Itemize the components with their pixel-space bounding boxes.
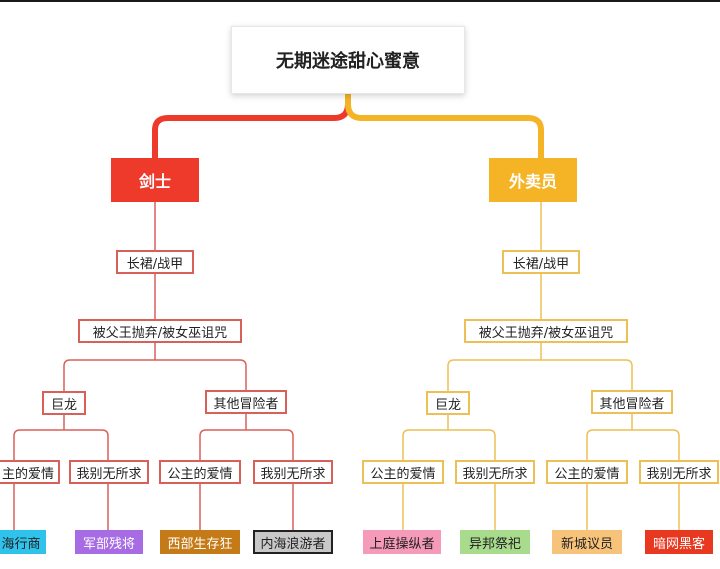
right-nothing-b-node: 我别无所求 bbox=[639, 460, 719, 484]
left-nothing-node: 我别无所求 bbox=[69, 460, 149, 484]
ending-inner-sea-wanderer: 内海浪游者 bbox=[253, 530, 333, 554]
ending-army-remnant: 军部残将 bbox=[75, 530, 143, 554]
left-love-b-node: 公主的爱情 bbox=[159, 460, 241, 484]
left-level2-node: 被父王抛弃/被女巫诅咒 bbox=[78, 319, 242, 343]
ending-upper-court-manipulator: 上庭操纵者 bbox=[363, 530, 441, 554]
left-love-node: 主的爱情 bbox=[0, 460, 60, 484]
left-nothing-b-node: 我别无所求 bbox=[253, 460, 333, 484]
branch-delivery: 外卖员 bbox=[489, 158, 577, 202]
right-nothing-node: 我别无所求 bbox=[455, 460, 535, 484]
left-dragon-node: 巨龙 bbox=[42, 391, 86, 415]
top-border bbox=[0, 0, 720, 2]
right-adventurers-node: 其他冒险者 bbox=[591, 390, 673, 414]
ending-darknet-hacker: 暗网黑客 bbox=[645, 530, 713, 554]
right-love-b-node: 公主的爱情 bbox=[546, 460, 628, 484]
root-node: 无期迷途甜心蜜意 bbox=[231, 26, 465, 94]
ending-new-city-councilor: 新城议员 bbox=[552, 530, 622, 554]
right-level1-node: 长裙/战甲 bbox=[502, 250, 580, 274]
left-level1-node: 长裙/战甲 bbox=[116, 250, 194, 274]
right-level2-node: 被父王抛弃/被女巫诅咒 bbox=[464, 319, 628, 343]
right-dragon-node: 巨龙 bbox=[426, 391, 470, 415]
right-love-node: 公主的爱情 bbox=[362, 460, 444, 484]
ending-western-survivor: 西部生存狂 bbox=[160, 530, 240, 554]
ending-foreign-priest: 异邦祭祀 bbox=[460, 530, 530, 554]
branch-swordsman: 剑士 bbox=[111, 158, 199, 202]
ending-sea-merchant: 海行商 bbox=[0, 530, 46, 554]
left-adventurers-node: 其他冒险者 bbox=[205, 390, 287, 414]
